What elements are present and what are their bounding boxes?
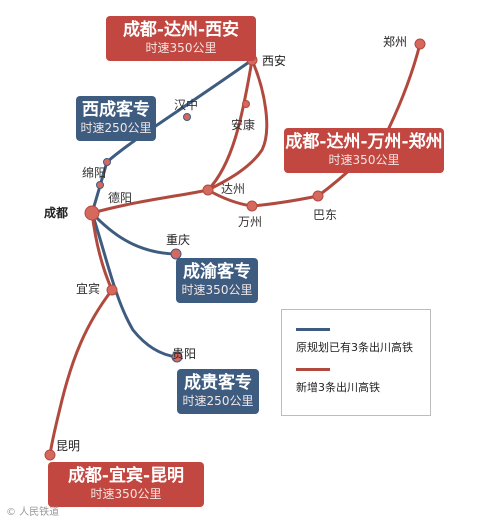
line-cheng-yu (90, 211, 178, 256)
city-label-deyang: 德阳 (108, 191, 133, 205)
route-speed: 时速350公里 (181, 283, 253, 297)
node-zhengzhou (414, 38, 426, 50)
node-ankang (242, 100, 250, 108)
city-label-badong: 巴东 (313, 208, 338, 222)
node-chengdu (84, 205, 100, 221)
city-label-xian: 西安 (262, 54, 287, 68)
city-label-kunming: 昆明 (56, 439, 81, 453)
node-dazhou (202, 184, 214, 196)
route-box-cheng-gui: 成贵客专 时速250公里 (177, 369, 259, 414)
city-label-yibin: 宜宾 (76, 282, 101, 296)
line-cheng-gui (90, 211, 179, 359)
city-label-zhengzhou: 郑州 (383, 35, 408, 49)
legend-existing-swatch (296, 328, 330, 331)
route-speed: 时速350公里 (145, 41, 217, 55)
city-label-chengdu: 成都 (44, 206, 69, 220)
legend-existing-label: 原规划已有3条出川高铁 (296, 341, 413, 354)
node-kunming (44, 449, 56, 461)
legend-new-label: 新增3条出川高铁 (296, 381, 380, 394)
city-label-mianyang: 绵阳 (82, 166, 107, 180)
node-deyang (96, 181, 104, 189)
city-label-wanzhou: 万州 (238, 215, 263, 229)
node-badong (312, 190, 324, 202)
route-box-cheng-yu: 成渝客专 时速350公里 (176, 258, 258, 303)
route-speed: 时速350公里 (328, 153, 400, 167)
legend-new-swatch (296, 368, 330, 371)
legend: 原规划已有3条出川高铁 新增3条出川高铁 (281, 309, 431, 416)
watermark: © 人民铁道 (6, 507, 60, 518)
route-box-cheng-da-wan-zheng: 成都-达州-万州-郑州 时速350公里 (284, 128, 444, 173)
city-label-chongqing: 重庆 (166, 233, 191, 247)
route-speed: 时速250公里 (80, 121, 152, 135)
route-name: 成都-达州-万州-郑州 (285, 132, 443, 152)
line-cheng-da-xi (90, 54, 269, 215)
route-speed: 时速350公里 (90, 487, 162, 501)
node-wanzhou (246, 200, 258, 212)
route-box-xi-cheng: 西成客专 时速250公里 (76, 96, 156, 141)
route-name: 成都-宜宾-昆明 (67, 466, 185, 486)
line-cheng-yi-kun (48, 211, 114, 457)
route-speed: 时速250公里 (182, 394, 254, 408)
route-name: 成渝客专 (183, 262, 251, 282)
node-yibin (106, 284, 118, 296)
city-label-hanzhong: 汉中 (174, 98, 199, 112)
route-box-cheng-da-xi: 成都-达州-西安 时速350公里 (106, 16, 256, 61)
node-hanzhong (183, 113, 191, 121)
route-box-cheng-yi-kun: 成都-宜宾-昆明 时速350公里 (48, 462, 204, 507)
city-label-ankang: 安康 (231, 118, 256, 132)
route-name: 成贵客专 (184, 373, 252, 393)
city-label-guiyang: 贵阳 (172, 347, 197, 361)
route-name: 西成客专 (82, 100, 150, 120)
node-guiyang (171, 351, 183, 363)
node-mianyang (103, 158, 111, 166)
city-label-dazhou: 达州 (221, 182, 246, 196)
route-name: 成都-达州-西安 (122, 20, 240, 40)
